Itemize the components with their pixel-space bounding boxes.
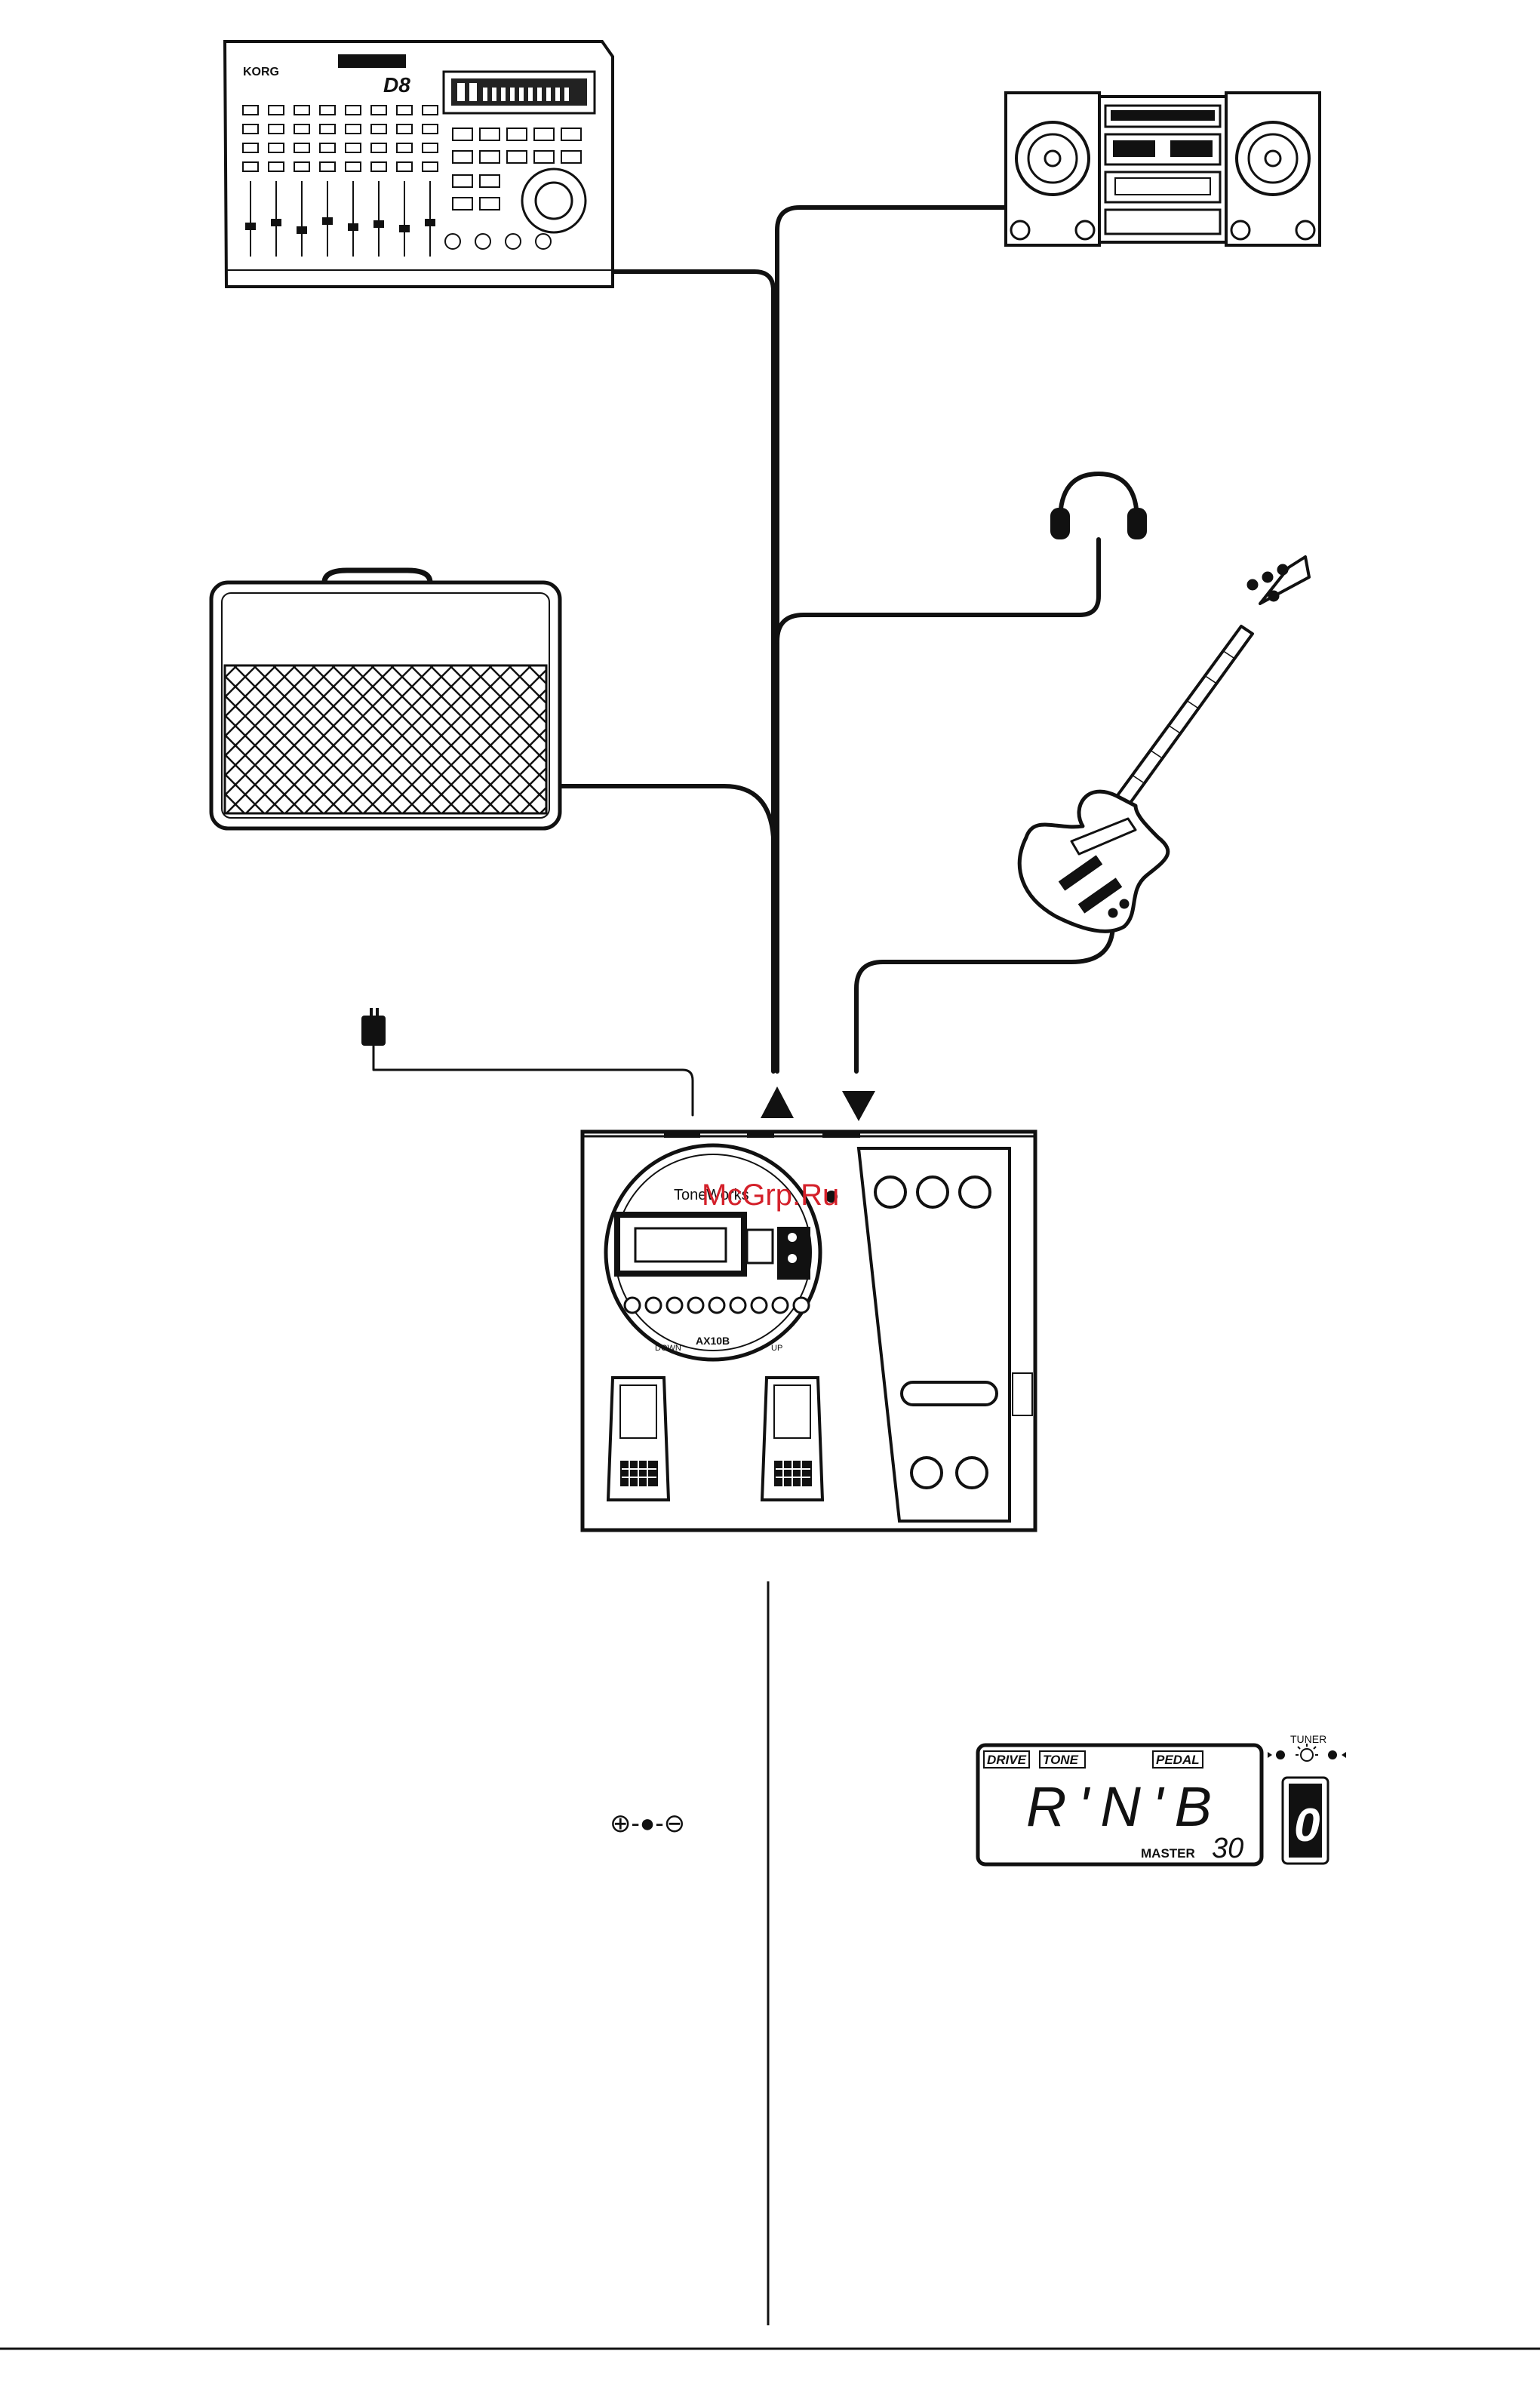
lcd-pedal-indicator: PEDAL (1156, 1753, 1200, 1767)
ac-adapter-icon (361, 1008, 386, 1046)
lcd-tone-indicator: TONE (1043, 1753, 1079, 1767)
tuner-label: TUNER (1290, 1733, 1326, 1745)
segment-digit: 0 (1294, 1799, 1320, 1852)
headphones-icon (1053, 474, 1145, 537)
tuner-led: TUNER (1268, 1733, 1346, 1761)
lcd-display: DRIVE TONE PEDAL R'N'B MASTER 30 (978, 1745, 1262, 1864)
lcd-master-value: 30 (1212, 1833, 1243, 1864)
cable-bass (856, 924, 1113, 1071)
guitar-amplifier (211, 570, 560, 828)
tuner-center-led (1301, 1749, 1313, 1761)
recorder-brand: KORG (243, 66, 279, 78)
multitrack-recorder: KORG D8 (225, 41, 613, 287)
footswitch-down-label: DOWN (655, 1344, 681, 1353)
cable-stereo (777, 207, 1011, 1071)
dc-polarity-symbol: ⊕-●-⊖ (610, 1809, 685, 1838)
lcd-main-text: R'N'B (1026, 1775, 1222, 1838)
input-arrow-down (842, 1091, 875, 1121)
lcd-master-label: MASTER (1141, 1846, 1195, 1861)
tuner-sharp-led (1328, 1750, 1337, 1759)
footswitch-down (608, 1378, 669, 1500)
output-arrow-up (761, 1086, 794, 1118)
seven-segment-display: 0 (1283, 1778, 1328, 1864)
lcd-drive-indicator: DRIVE (987, 1753, 1027, 1767)
cable-headphones (777, 539, 1099, 641)
cable-adapter (373, 1045, 693, 1115)
footswitch-up-label: UP (771, 1344, 782, 1353)
processor-model: AX10B (696, 1335, 730, 1347)
tuner-flat-led (1276, 1750, 1285, 1759)
recorder-model: D8 (383, 73, 410, 97)
cable-amplifier (560, 786, 773, 837)
footswitch-up (762, 1378, 822, 1500)
cable-recorder (610, 272, 773, 1071)
stereo-system (1006, 93, 1320, 245)
watermark: McGrp.Ru (702, 1179, 839, 1212)
